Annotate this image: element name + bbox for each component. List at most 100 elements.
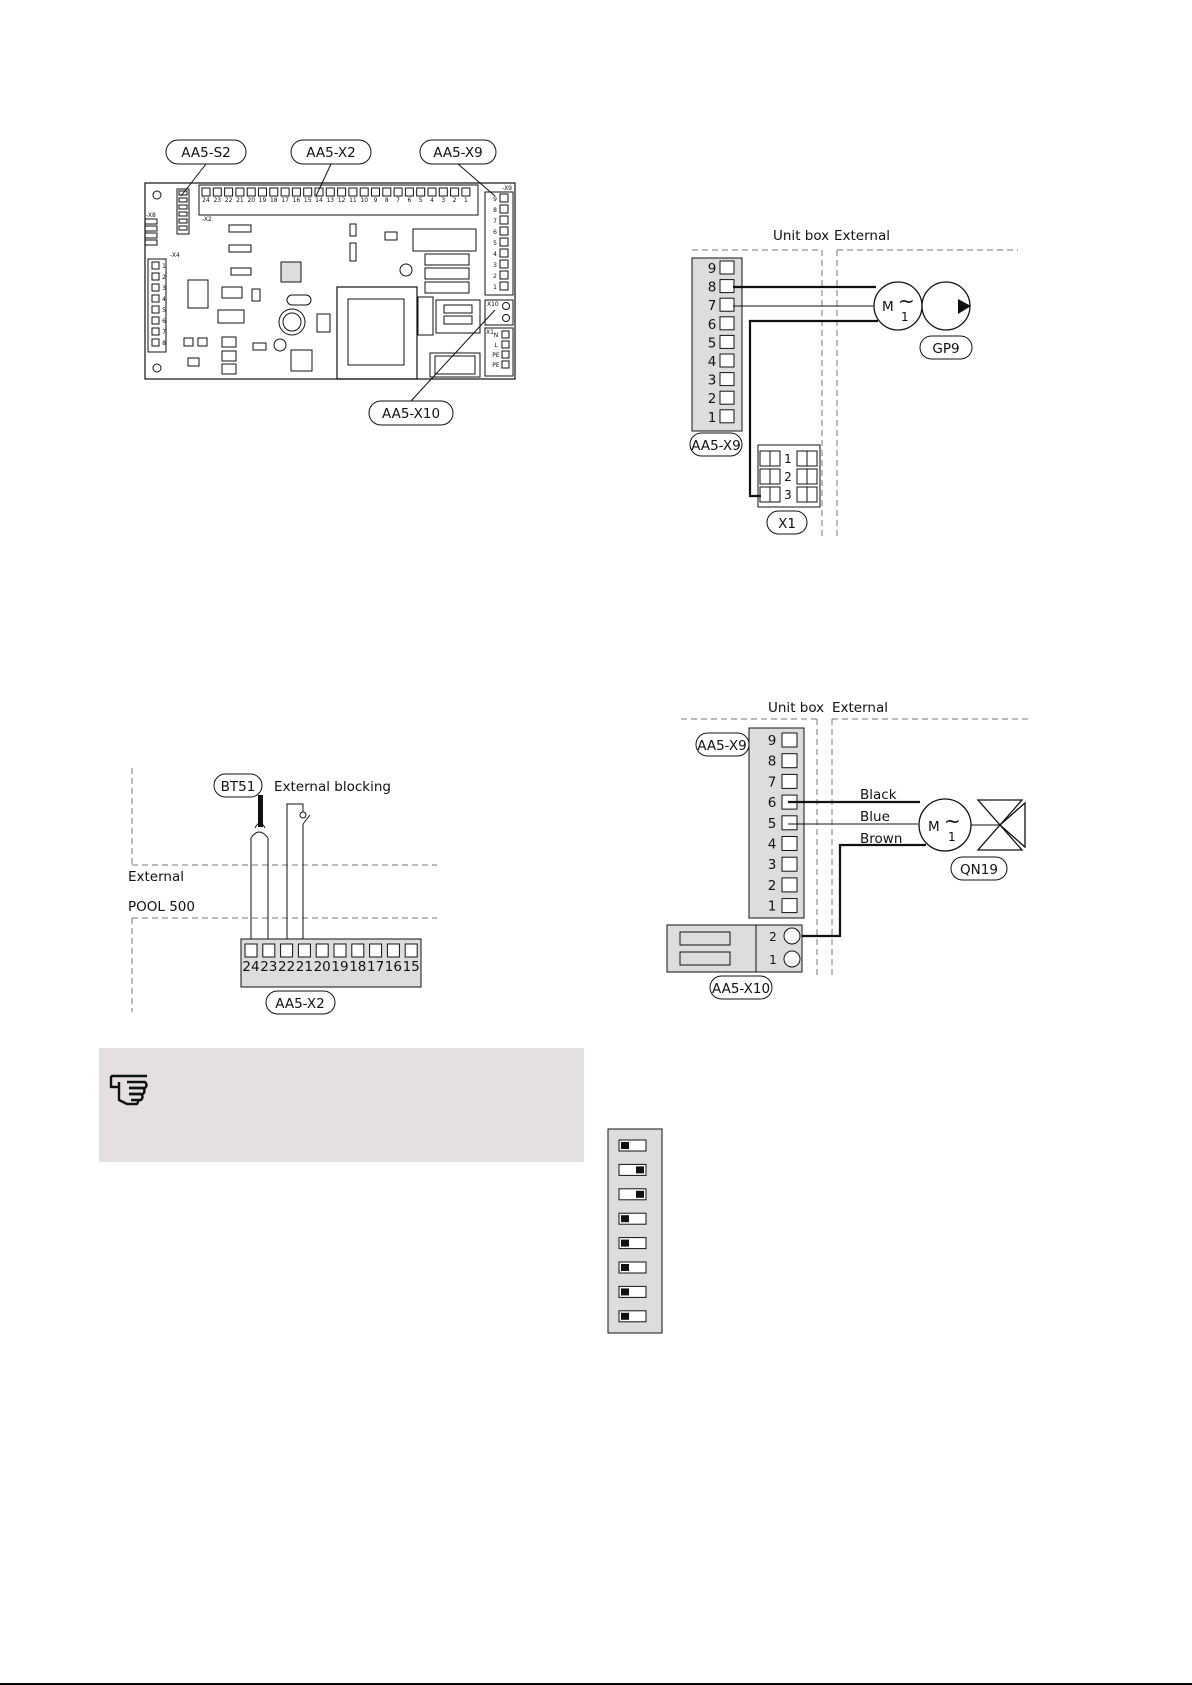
board-x2-pin-number: 19 — [259, 197, 267, 204]
dip-switch-slot — [618, 1139, 647, 1152]
x2-pin — [315, 943, 329, 958]
x2-pin-number: 16 — [385, 959, 402, 975]
valve-pin-number: 9 — [768, 733, 777, 749]
motor-phase: 1 — [948, 830, 956, 844]
board-x2-pin — [450, 187, 460, 197]
board-x4-pin-number: 5 — [162, 307, 166, 314]
board-x2-pin — [438, 187, 448, 197]
board-x2-pin-number: 3 — [441, 197, 445, 204]
board-x9-pin — [499, 226, 509, 236]
board-x9-pin-number: 7 — [493, 218, 497, 225]
x2-pin — [351, 943, 365, 958]
x2-pin — [244, 943, 258, 958]
x1-terminal-block: 123 — [757, 444, 821, 508]
zone-unit-box-label: Unit box — [773, 228, 829, 244]
dip-switch-slot — [618, 1212, 647, 1225]
board-x2-pin-number: 2 — [453, 197, 457, 204]
board-x4-pin-number: 3 — [162, 285, 166, 292]
board-x1-pin-number: PE — [492, 352, 500, 359]
dip-switch-toggle — [621, 1142, 629, 1149]
board-x2-pin — [235, 187, 245, 197]
board-x2-pin-number: 15 — [304, 197, 312, 204]
board-x2-pin — [371, 187, 380, 197]
board-s2-switch — [178, 190, 188, 196]
zone-external-label: External — [834, 228, 890, 244]
board-x9-pin-number: 3 — [493, 262, 497, 269]
x1-pin-number: 1 — [784, 452, 792, 466]
board-x9-pin-number: 5 — [493, 240, 497, 247]
pump-pin-number: 2 — [708, 391, 717, 407]
board-x2-pin-number: 20 — [247, 197, 255, 204]
board-x2-pin — [348, 187, 358, 197]
dip-switch-toggle — [636, 1166, 644, 1174]
board-s2-switch — [178, 211, 188, 217]
terminal-label-pill — [689, 432, 743, 457]
x1-label: X1 — [778, 516, 796, 532]
board-x2-pin — [246, 187, 256, 197]
callout-pill — [419, 139, 497, 165]
x10-pin-numbers: 21 — [769, 930, 777, 967]
dip-switch-slot — [618, 1310, 647, 1323]
sensor-wires — [250, 803, 311, 944]
board-x2-pin — [201, 187, 211, 197]
wire-blue-label: Blue — [860, 809, 890, 825]
dip-switch-block — [607, 1128, 663, 1334]
valve-pin-number: 6 — [768, 795, 777, 811]
terminal-label: AA5-X9 — [691, 438, 740, 454]
board-x2-pin-number: 10 — [360, 197, 368, 204]
pump-pin — [719, 279, 735, 294]
board-x2-pin-number: 1 — [464, 197, 468, 204]
pump-label-pill — [919, 335, 973, 360]
callout-leader — [410, 309, 496, 402]
motor-tilde: ~ — [898, 289, 915, 313]
x1-pin-number: 2 — [784, 470, 792, 484]
board-x9-pin — [499, 237, 509, 247]
x2-pin-number: 15 — [403, 959, 420, 975]
x9-label: AA5-X9 — [697, 738, 746, 754]
valve-pin — [781, 732, 798, 748]
board-x2-pin — [280, 187, 290, 197]
board-x2-pin-number: 11 — [349, 197, 357, 204]
valve-pin — [781, 877, 798, 893]
board-s2-switch — [178, 225, 188, 231]
circuit-board — [144, 182, 516, 380]
wire-black-label: Black — [860, 787, 897, 803]
dip-switch-slot — [618, 1163, 647, 1176]
callout-pill — [368, 400, 454, 426]
pump-pin — [719, 353, 735, 368]
pump-pin — [719, 372, 735, 387]
pump-pin — [719, 334, 735, 349]
board-x9-pin — [499, 270, 509, 280]
board-tag-x8: -X8 — [146, 212, 156, 219]
board-x4-pin-number: 2 — [162, 274, 166, 281]
board-x2-pin-number: 7 — [396, 197, 400, 204]
board-x2-pin-number: 5 — [419, 197, 423, 204]
valve-pin-number: 2 — [768, 878, 777, 894]
board-tag-x9: -X9 — [502, 185, 512, 192]
x2-pin-number: 17 — [367, 959, 384, 975]
pump-arrow-icon — [958, 299, 971, 314]
board-x2-pin — [325, 187, 335, 197]
pump-pin — [719, 260, 735, 275]
note-box — [99, 1048, 584, 1162]
pointing-hand-icon — [109, 1074, 148, 1106]
board-x4-pin — [151, 305, 160, 314]
callout-leader — [180, 163, 207, 197]
valve-wires — [788, 800, 926, 938]
valve-label-pill — [950, 856, 1008, 881]
x1-label-pill — [766, 510, 808, 535]
board-tag-x1: X1 — [486, 329, 494, 336]
board-x2-pin-number: 24 — [202, 197, 210, 204]
callout-leader — [457, 163, 496, 197]
board-x9-pin — [499, 281, 509, 291]
board-x9-pin — [499, 248, 509, 258]
board-x4-pin — [151, 283, 160, 292]
callout-label: AA5-X10 — [382, 406, 440, 422]
valve-pin — [781, 898, 798, 914]
pump-pin-number: 4 — [708, 354, 717, 370]
board-x2-pin-number: 6 — [407, 197, 411, 204]
switch-label: External blocking — [274, 779, 391, 795]
